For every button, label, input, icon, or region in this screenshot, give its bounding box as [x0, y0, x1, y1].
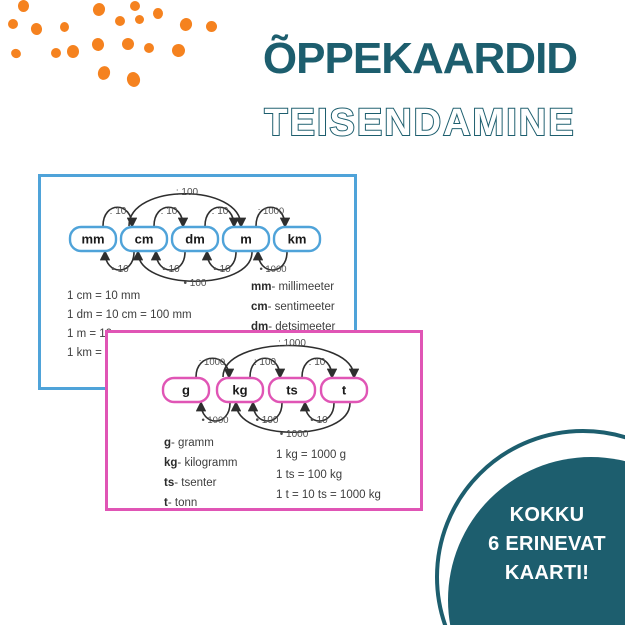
mass-equations: 1 kg = 1000 g 1 ts = 100 kg 1 t = 10 ts … — [276, 445, 381, 505]
legend-line: mm- millimeeter — [251, 281, 335, 293]
length-conversion-diagram: : 10 : 10 : 10 : 1000 : 100 • 10 • 10 • … — [68, 187, 322, 289]
multiply-label: • 1000 — [259, 264, 286, 275]
equation-line: 1 kg = 1000 g — [276, 449, 347, 461]
legend-line: kg- kilogramm — [164, 457, 238, 469]
unit-box-kg: kg — [232, 383, 247, 398]
divide-label: : 1000 — [199, 357, 225, 368]
orange-dot — [130, 1, 140, 11]
multiply-label: • 100 — [256, 415, 279, 426]
orange-dot — [206, 21, 217, 32]
divide-label: : 10 — [309, 357, 326, 368]
legend-line: ts- tsenter — [164, 477, 217, 489]
multiply-span-label: • 100 — [184, 278, 207, 289]
orange-dot — [29, 21, 44, 37]
badge-text: KOKKU 6 ERINEVAT KAARTI! — [463, 501, 625, 588]
page-title: ÕPPEKAARDID — [262, 34, 578, 83]
equation-line: 1 ts = 100 kg — [276, 469, 343, 481]
orange-dot — [144, 43, 154, 53]
equation-line: 1 km = 1 — [67, 347, 112, 359]
multiply-label: • 10 — [213, 264, 231, 275]
orange-dot — [135, 15, 144, 24]
divide-label: : 1000 — [258, 206, 284, 217]
orange-dot — [67, 45, 79, 58]
page-subtitle-text: TEISENDAMINE — [264, 102, 575, 144]
orange-dot — [96, 64, 112, 82]
divide-label: : 10 — [212, 206, 229, 217]
badge-line: 6 ERINEVAT — [488, 533, 606, 555]
orange-dot — [91, 1, 107, 18]
unit-box-g: g — [182, 383, 190, 398]
divide-label: : 10 — [161, 206, 178, 217]
equation-line: 1 cm = 10 mm — [67, 290, 141, 302]
orange-dot — [8, 19, 18, 29]
mass-conversion-diagram: : 1000 : 100 : 10 : 1000 • 1000 • 100 • … — [161, 338, 369, 440]
mass-legend: g- gramm kg- kilogramm ts- tsenter t- to… — [164, 433, 237, 513]
mass-conversion-card: : 1000 : 100 : 10 : 1000 • 1000 • 100 • … — [105, 330, 423, 511]
multiply-label: • 10 — [111, 264, 129, 275]
orange-dot — [115, 16, 125, 26]
length-legend: mm- millimeeter cm- sentimeeter dm- dets… — [251, 277, 335, 337]
orange-dot — [170, 42, 187, 59]
orange-dot — [153, 8, 163, 19]
badge-line: KAARTI! — [504, 562, 590, 584]
badge-circle-shape — [435, 429, 625, 630]
unit-box-ts: ts — [286, 383, 298, 398]
unit-box-km: km — [288, 232, 307, 247]
equation-line: 1 dm = 10 cm = 100 mm — [67, 309, 192, 321]
multiply-label: • 10 — [162, 264, 180, 275]
unit-box-mm: mm — [81, 232, 104, 247]
orange-dot — [18, 0, 29, 12]
orange-dot — [60, 22, 69, 32]
equation-line: 1 m = 10 — [67, 328, 113, 340]
multiply-label: • 10 — [310, 415, 328, 426]
unit-box-t: t — [342, 383, 347, 398]
divide-span-label: : 1000 — [278, 338, 306, 349]
badge-circle: KOKKU 6 ERINEVAT KAARTI! — [415, 415, 625, 630]
divide-label: : 100 — [254, 357, 277, 368]
orange-dot — [51, 48, 61, 58]
orange-dot — [122, 38, 134, 50]
length-equations: 1 cm = 10 mm 1 dm = 10 cm = 100 mm 1 m =… — [67, 287, 192, 363]
legend-line: cm- sentimeeter — [251, 301, 335, 313]
multiply-span-label: • 1000 — [280, 429, 309, 440]
divide-label: : 10 — [110, 206, 127, 217]
unit-box-dm: dm — [185, 232, 205, 247]
orange-dot — [178, 16, 194, 33]
orange-dot — [9, 47, 23, 60]
unit-box-cm: cm — [135, 232, 154, 247]
orange-dot — [90, 37, 106, 52]
divide-span-label: : 100 — [176, 187, 199, 198]
orange-dot — [125, 70, 142, 89]
equation-line: 1 t = 10 ts = 1000 kg — [276, 489, 381, 501]
badge-line: KOKKU — [509, 504, 585, 526]
page-subtitle: TEISENDAMINE — [233, 98, 608, 146]
multiply-label: • 1000 — [201, 415, 228, 426]
unit-box-m: m — [240, 232, 252, 247]
legend-line: t- tonn — [164, 497, 198, 509]
legend-line: g- gramm — [164, 437, 214, 449]
